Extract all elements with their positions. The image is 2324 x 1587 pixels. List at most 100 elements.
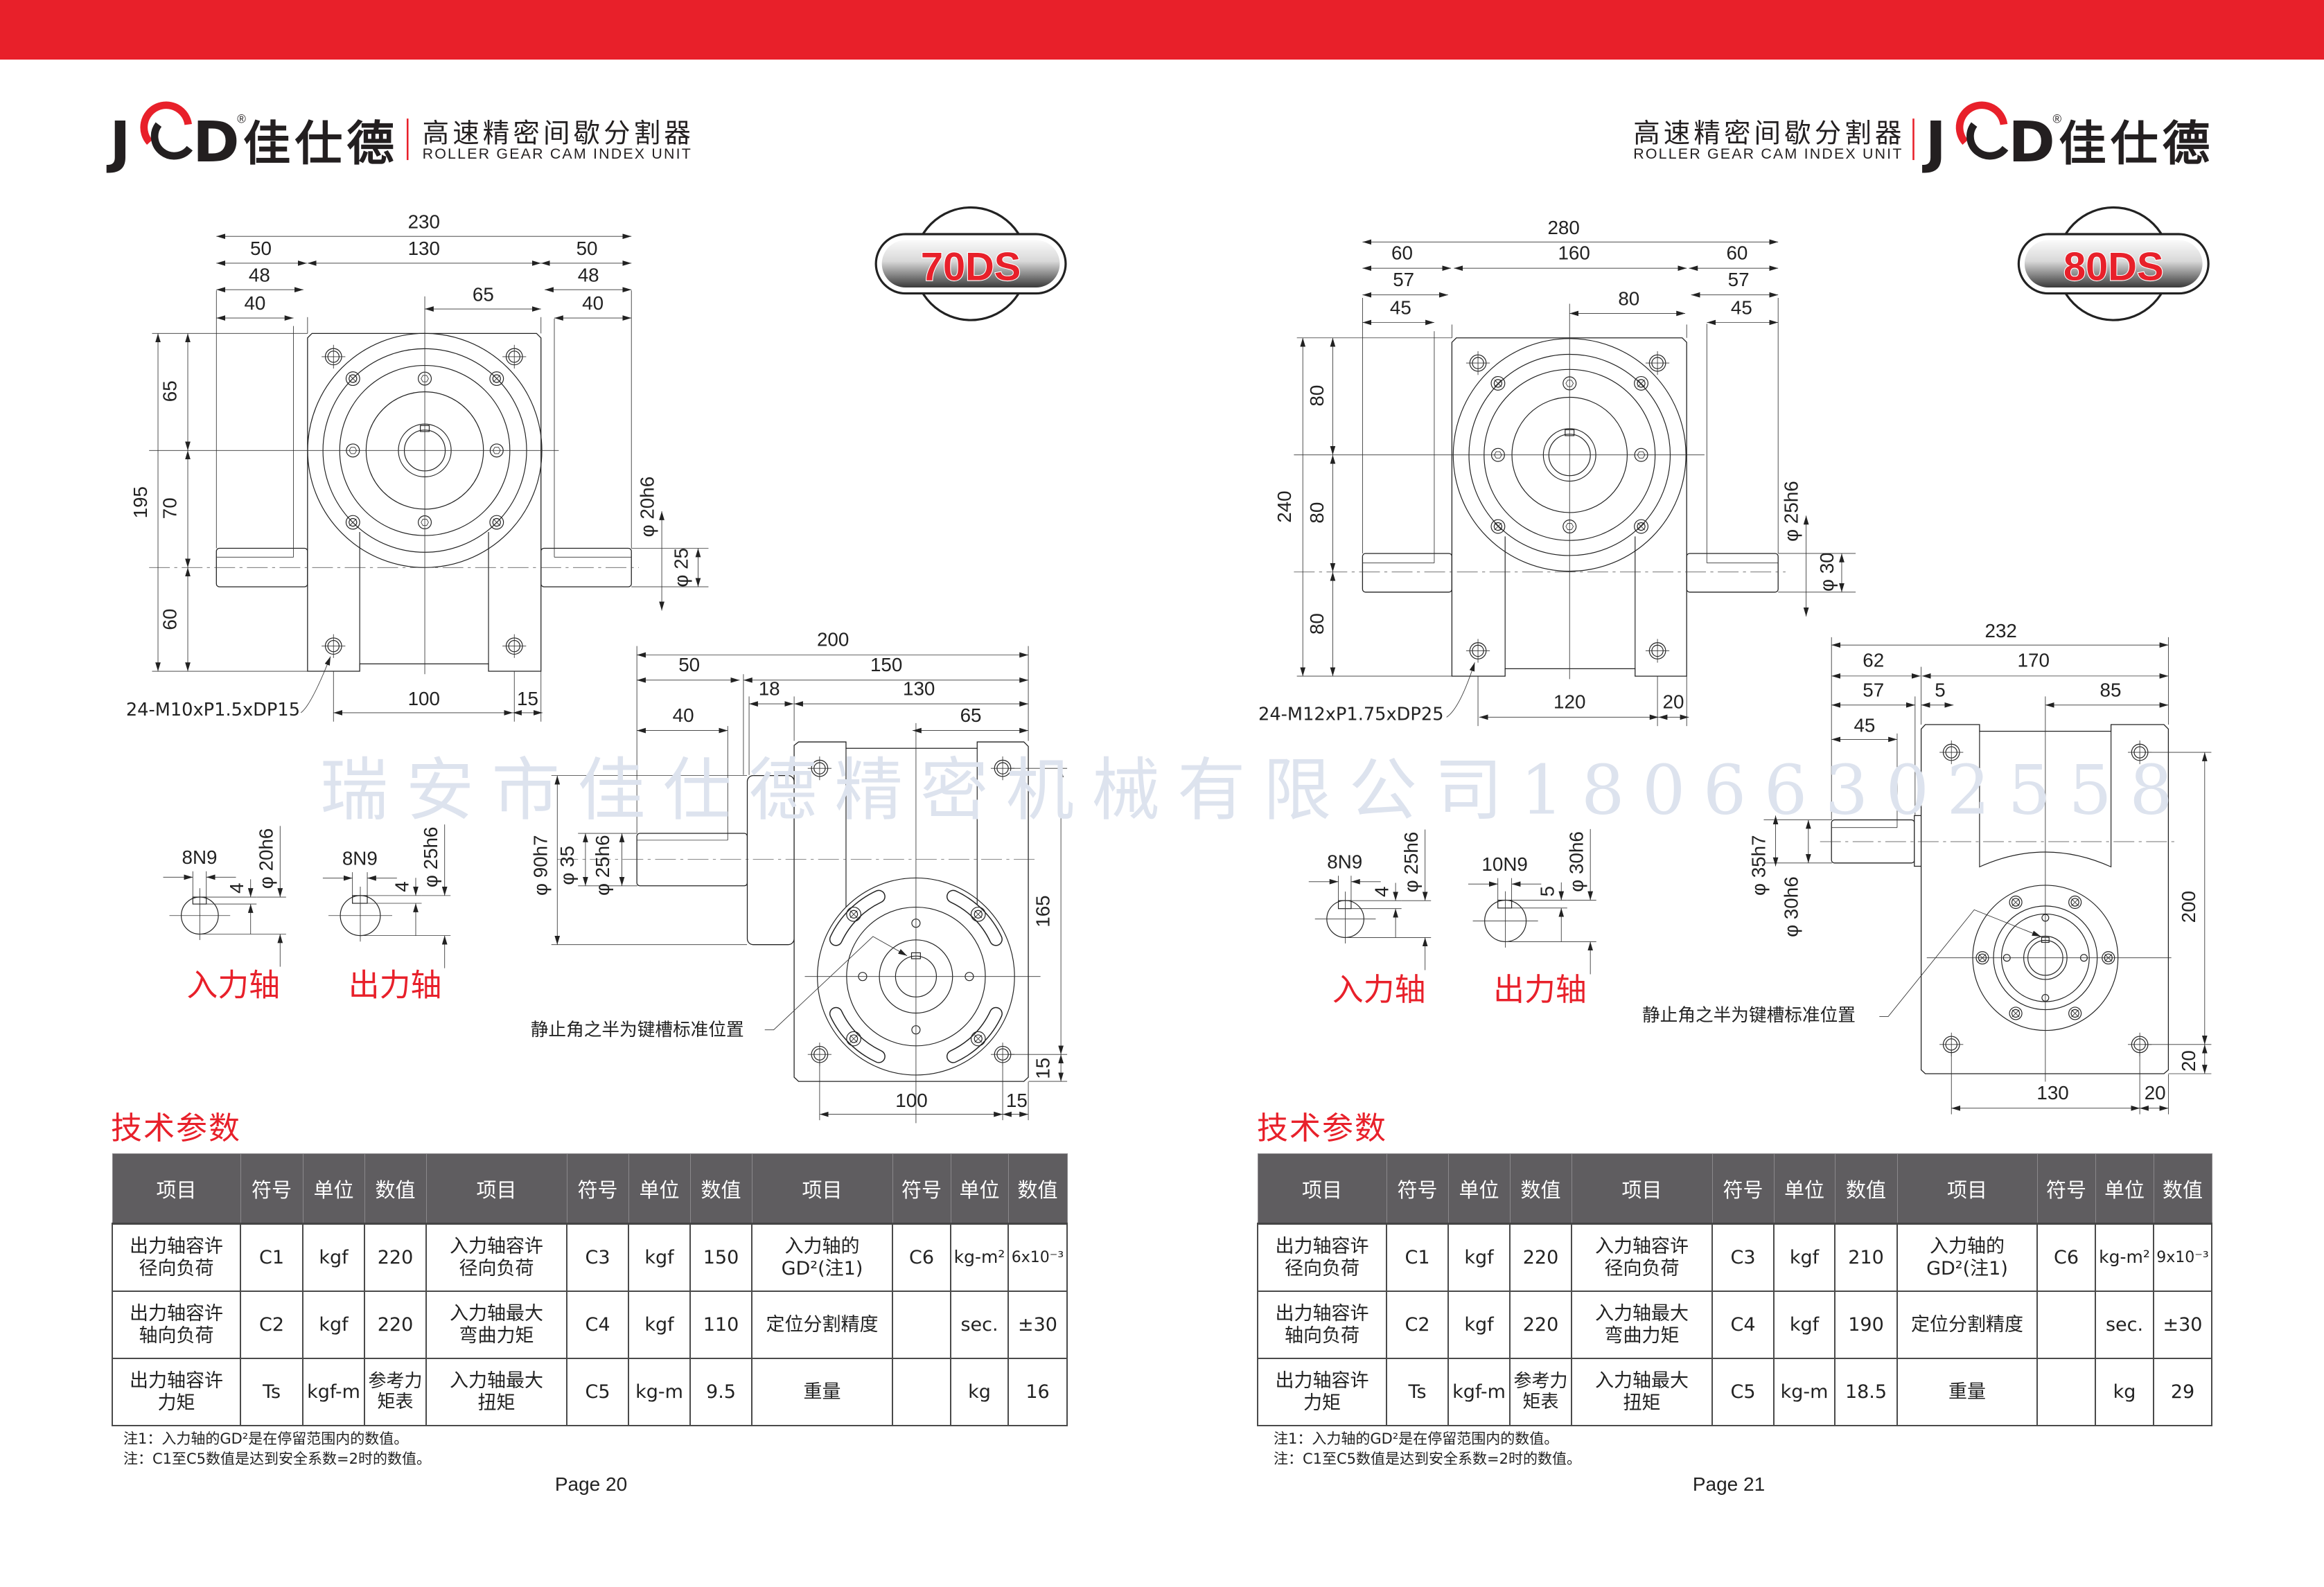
drawing-circle xyxy=(345,371,360,386)
bolt-cross xyxy=(974,1035,983,1043)
bolt-cross xyxy=(1637,379,1645,387)
keyway-depth-label: 4 xyxy=(1371,887,1392,897)
drawing-circle xyxy=(846,1031,861,1047)
housing-body xyxy=(1920,724,2169,1074)
drawing-circle xyxy=(1490,375,1506,391)
table-cell: 9.5 xyxy=(689,1358,752,1426)
table-cell xyxy=(2036,1358,2096,1426)
bolt-cross xyxy=(2012,898,2020,906)
drawing-circle xyxy=(970,906,986,922)
hex-socket xyxy=(1565,522,1574,531)
dimension-label: 45 xyxy=(1854,715,1875,736)
dimension-label: 100 xyxy=(895,1090,927,1111)
bolt-cross xyxy=(2071,898,2079,906)
table-header-row: 项目符号单位数值项目符号单位数值项目符号单位数值 xyxy=(112,1153,1068,1225)
header-title-en: ROLLER GEAR CAM INDEX UNIT xyxy=(423,145,691,162)
drawing-circle xyxy=(2068,895,2082,910)
table-cell: 9x10⁻³ xyxy=(2153,1223,2212,1292)
table-cell: C1 xyxy=(240,1223,303,1292)
dimension-label: φ 25 xyxy=(671,548,692,587)
drawing-circle xyxy=(849,910,859,919)
table-cell xyxy=(2036,1291,2096,1359)
table-cell: kgf-m xyxy=(302,1358,365,1426)
table-cell: Ts xyxy=(1386,1358,1449,1426)
dimension-label: φ 30 xyxy=(1816,552,1838,592)
thread-spec-label: 24-M12xP1.75xDP25 xyxy=(1258,704,1444,725)
table-cell: 29 xyxy=(2153,1358,2212,1426)
table-cell: C1 xyxy=(1386,1223,1449,1292)
dimension-label: φ 25h6 xyxy=(1781,481,1802,542)
bolt-cross xyxy=(493,518,501,526)
dimension-label: 65 xyxy=(159,380,181,402)
bolt xyxy=(970,906,986,922)
column-header: 项目 xyxy=(425,1153,567,1225)
bolt-cross xyxy=(349,375,357,383)
table-cell xyxy=(892,1358,951,1426)
mounting-hole xyxy=(1939,740,1964,765)
leader-line xyxy=(764,936,908,1031)
table-cell: kgf xyxy=(628,1223,691,1292)
bolt xyxy=(345,371,360,386)
bolt-cross xyxy=(850,1035,858,1043)
logo-letter-j: J xyxy=(1922,110,1946,175)
table-cell: 220 xyxy=(364,1291,427,1359)
logo-registered-mark: ® xyxy=(2053,113,2062,126)
table-cell: C6 xyxy=(2036,1223,2096,1292)
dimension-label: 165 xyxy=(1032,895,1053,927)
dimension-label: 170 xyxy=(2018,650,2050,671)
hex-socket xyxy=(1565,380,1574,387)
table-cell: ±30 xyxy=(2153,1291,2212,1359)
drawing-circle xyxy=(1634,519,1648,534)
page-number: Page 21 xyxy=(1692,1473,1766,1495)
model-name: 80DS xyxy=(2063,245,2163,289)
table-cell: 入力轴的 GD²(注1) xyxy=(1896,1223,2038,1292)
dimension-label: 130 xyxy=(2036,1082,2068,1103)
bolt xyxy=(1490,519,1506,534)
column-header: 数值 xyxy=(689,1153,752,1225)
header-title-cn: 高速精密间歇分割器 xyxy=(1633,118,1901,149)
dimension-label: 57 xyxy=(1728,269,1750,290)
keyway-width-label: 8N9 xyxy=(1327,851,1362,873)
table-cell: 220 xyxy=(1509,1223,1572,1292)
shaft-diameter-label: φ 30h6 xyxy=(1565,831,1587,892)
table-cell: kg-m xyxy=(628,1358,691,1426)
table-cell: 入力轴容许 径向负荷 xyxy=(1571,1223,1713,1292)
drawing-circle xyxy=(345,515,360,530)
shaft-diameter-label: φ 25h6 xyxy=(420,826,441,887)
table-cell: kg-m xyxy=(1773,1358,1836,1426)
table-cell: 定位分割精度 xyxy=(1896,1291,2038,1359)
column-header: 符号 xyxy=(2036,1153,2096,1225)
drawing-circle xyxy=(849,1034,859,1043)
table-cell: 110 xyxy=(689,1291,752,1359)
drawing-circle xyxy=(1490,519,1506,534)
table-cell: 出力轴容许 径向负荷 xyxy=(112,1223,241,1292)
column-header: 符号 xyxy=(1711,1153,1775,1225)
mounting-hole xyxy=(322,344,346,369)
table-cell: 出力轴容许 径向负荷 xyxy=(1257,1223,1387,1292)
keyway-width-label: 8N9 xyxy=(342,847,378,869)
section-title: 技术参数 xyxy=(1257,1110,1388,1146)
keyway-position-note: 静止角之半为键槽标准位置 xyxy=(1642,1005,1856,1026)
table-cell: 出力轴容许 轴向负荷 xyxy=(112,1291,241,1359)
table-cell: kg-m² xyxy=(950,1223,1009,1292)
column-header: 符号 xyxy=(566,1153,629,1225)
drawing-circle xyxy=(1634,375,1648,391)
table-cell: 出力轴容许 力矩 xyxy=(112,1358,241,1426)
dimension-label: 240 xyxy=(1274,490,1295,522)
table-cell: kgf xyxy=(628,1291,691,1359)
dimension-label: 85 xyxy=(2100,679,2122,700)
table-cell: 重量 xyxy=(1896,1358,2038,1426)
dimension-label: 65 xyxy=(960,704,982,726)
dimension-label: 15 xyxy=(517,688,538,709)
dimension-label: 40 xyxy=(244,292,265,314)
table-cell: Ts xyxy=(240,1358,303,1426)
table-cell: C2 xyxy=(240,1291,303,1359)
dimension-label: φ 30h6 xyxy=(1781,876,1802,937)
top-red-band xyxy=(0,0,2324,60)
drawing-circle xyxy=(2011,898,2021,907)
thread-spec-label: 24-M10xP1.5xDP15 xyxy=(126,700,300,720)
column-header: 数值 xyxy=(364,1153,427,1225)
housing-body xyxy=(307,333,542,672)
